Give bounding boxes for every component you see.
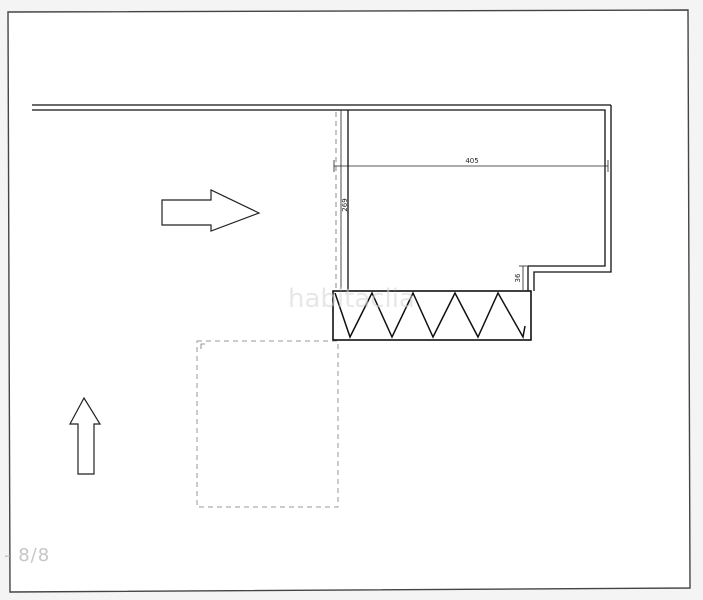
staircase-zigzag xyxy=(334,291,526,340)
dimension-width xyxy=(333,160,609,172)
arrow-right-icon xyxy=(161,189,261,232)
watermark-logo: habitaclia xyxy=(288,284,415,314)
wall-top-double xyxy=(32,104,611,111)
dimension-height-label: 269 xyxy=(341,198,349,211)
dimension-step xyxy=(519,265,527,290)
dimension-step-label: 36 xyxy=(514,273,522,282)
arrow-up-icon xyxy=(68,396,102,475)
room-outline xyxy=(347,105,612,291)
page-counter: - 8/8 xyxy=(4,545,51,566)
dashed-outline-area xyxy=(196,340,339,508)
corner-mark xyxy=(200,343,205,349)
dimension-width-label: 405 xyxy=(465,157,478,165)
staircase xyxy=(332,290,532,341)
